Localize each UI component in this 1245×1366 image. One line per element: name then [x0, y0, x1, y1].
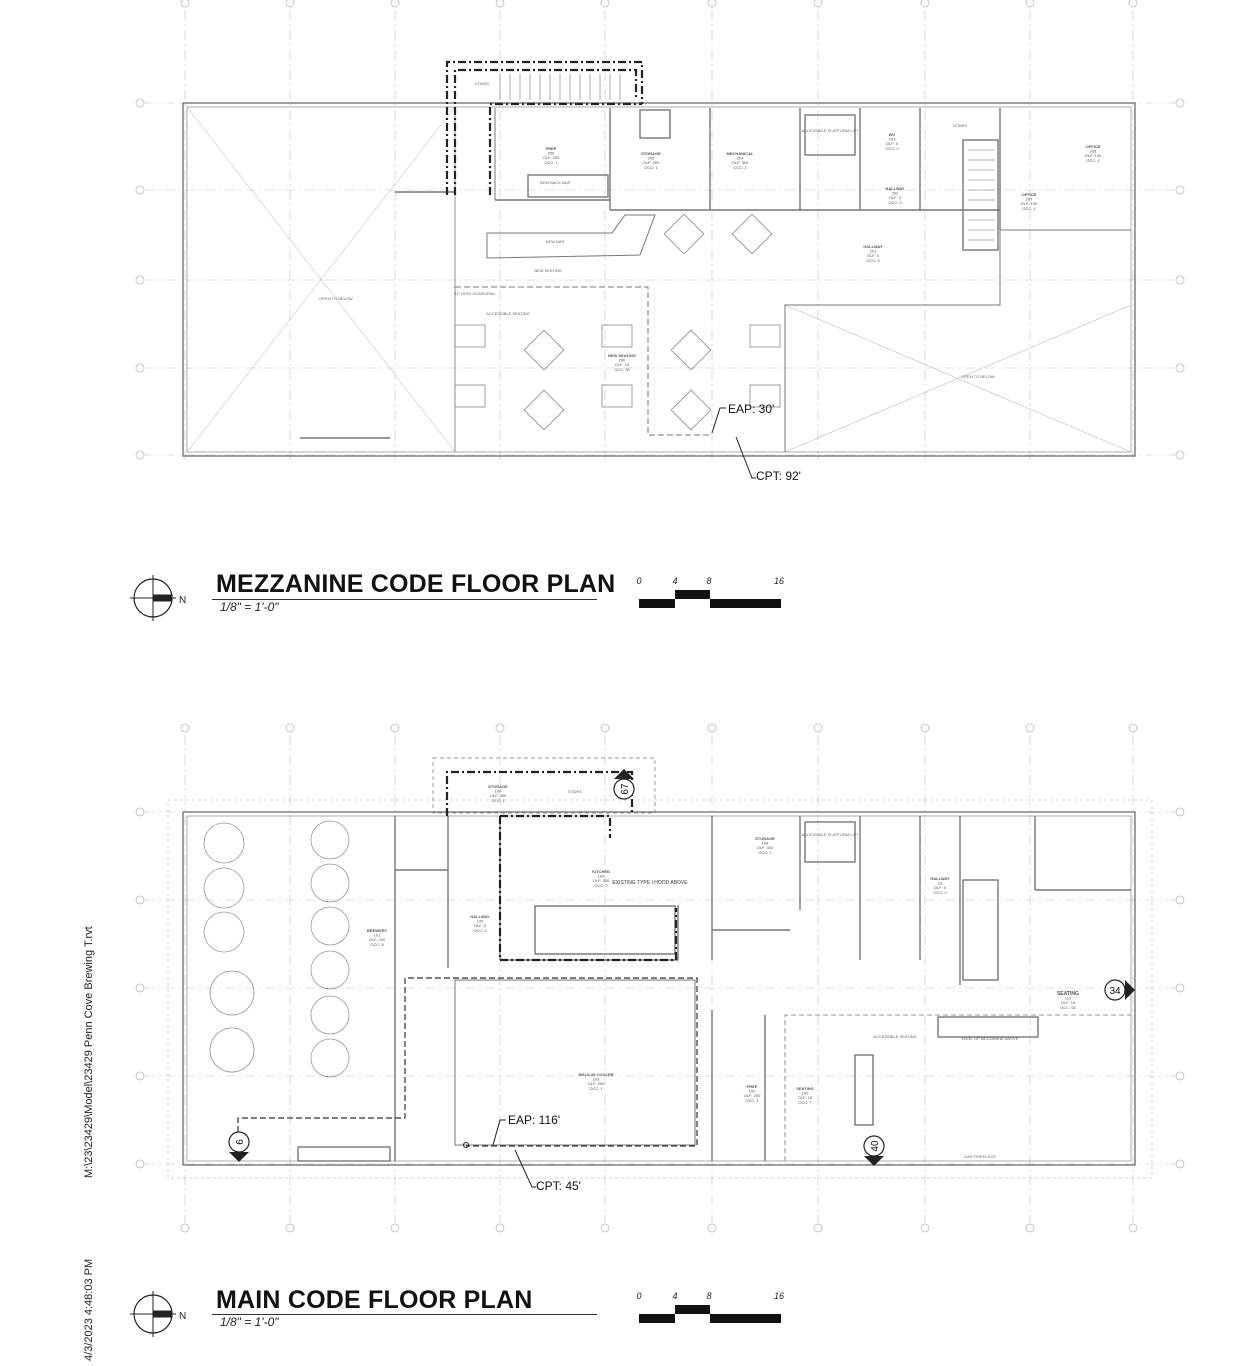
- main-scale-tick-8: 8: [706, 1291, 711, 1301]
- main-scale-bar: 0 4 8 16: [636, 1291, 784, 1323]
- mezzanine-north-label: N: [179, 595, 186, 606]
- mezzanine-eap-label: EAP: 30': [728, 402, 774, 416]
- note-new-back-bar: NEW BACK BAR: [540, 180, 571, 185]
- main-scale-tick-4: 4: [672, 1291, 677, 1301]
- mezzanine-notes: STAIRS NEW BACK BAR NEW BAR NEW SEATING …: [319, 81, 995, 379]
- print-stamp-label: 4/3/2023 4:48:03 PM: [83, 1258, 95, 1361]
- brewery-tanks: [203, 820, 350, 1078]
- mezz-scale-tick-16: 16: [774, 576, 784, 586]
- mezzanine-scale-bar: 0 4 8 16: [636, 576, 784, 608]
- main-grid-bubbles: [135, 723, 1185, 1233]
- main-eap-label: EAP: 116': [508, 1113, 560, 1127]
- file-path-label: M:\23\23429\Model\23429 Penn Cove Brewin…: [83, 926, 95, 1178]
- main-scale-tick-0: 0: [636, 1291, 641, 1301]
- mezzanine-stair-treads: [499, 74, 995, 241]
- mezzanine-plan-scale: 1/8" = 1'-0": [220, 600, 279, 614]
- note-gas-fireplace: GAS FIREPLACE: [964, 1154, 996, 1159]
- note-accessible-seating: ACCESSIBLE SEATING: [486, 311, 530, 316]
- main-notes: EXISTING TYPE I HOOD ABOVE ACCESSIBLE PL…: [568, 789, 1019, 1159]
- exit-tag-6: 6: [228, 1131, 250, 1162]
- svg-text:40: 40: [870, 1140, 881, 1152]
- mezzanine-egress-path: EAP: 30' CPT: 92': [711, 402, 801, 483]
- mezz-scale-tick-8: 8: [706, 576, 711, 586]
- mezz-scale-tick-0: 0: [636, 576, 641, 586]
- main-egress-path: EAP: 116' CPT: 45': [237, 977, 698, 1193]
- main-plan-scale: 1/8" = 1'-0": [220, 1315, 279, 1329]
- main-grid-lines: [145, 735, 1175, 1225]
- mezzanine-north-arrow: N: [130, 575, 186, 621]
- main-north-label: N: [179, 1311, 186, 1322]
- svg-text:6: 6: [235, 1139, 246, 1145]
- note-main-platform-lift: ACCESSIBLE PLATFORM LIFT: [801, 832, 859, 837]
- svg-text:34: 34: [1109, 986, 1121, 997]
- note-main-accessible-seating: ACCESSIBLE SEATING: [873, 1034, 917, 1039]
- note-existing-hood: EXISTING TYPE I HOOD ABOVE: [612, 880, 688, 886]
- mezzanine-cpt-label: CPT: 92': [756, 469, 801, 483]
- note-stairs-right: STAIRS: [953, 123, 967, 128]
- note-open-below-left: OPEN TO BELOW: [319, 296, 353, 301]
- main-cpt-label: CPT: 45': [536, 1179, 581, 1193]
- note-stairs: STAIRS: [475, 81, 489, 86]
- note-new-bar: NEW BAR: [546, 239, 565, 244]
- mezzanine-walls: [182, 102, 1136, 457]
- note-open-below-right: OPEN TO BELOW: [961, 374, 995, 379]
- main-north-arrow: N: [130, 1291, 186, 1337]
- exit-tag-40: 40: [863, 1135, 885, 1166]
- note-platform-lift: ACCESSIBLE PLATFORM LIFT: [801, 128, 859, 133]
- main-walls: [167, 757, 1153, 1179]
- mezzanine-grid-lines: [145, 10, 1175, 460]
- main-title-underline: [212, 1314, 597, 1315]
- main-kitchen-walls: [445, 770, 678, 962]
- mezz-scale-tick-4: 4: [672, 576, 677, 586]
- note-guardrail: 42" HIGH GUARDRAIL: [454, 291, 496, 296]
- svg-text:67: 67: [620, 783, 631, 795]
- mezzanine-grid-bubbles: [135, 0, 1185, 460]
- main-scale-tick-16: 16: [774, 1291, 784, 1301]
- mezzanine-title-underline: [212, 599, 597, 600]
- exit-tag-34: 34: [1104, 979, 1135, 1001]
- note-main-stairs: STAIRS: [568, 789, 582, 794]
- mezzanine-plan-title: MEZZANINE CODE FLOOR PLAN: [216, 570, 616, 598]
- note-new-seating: NEW SEATING: [534, 268, 562, 273]
- exit-tag-67: 67: [613, 769, 635, 800]
- main-plan-title: MAIN CODE FLOOR PLAN: [216, 1286, 533, 1314]
- note-edge-mezzanine: EDGE OF MEZZANINE ABOVE: [962, 1036, 1019, 1041]
- mezzanine-furniture: [454, 213, 781, 431]
- mezzanine-stair-tower: [445, 60, 644, 195]
